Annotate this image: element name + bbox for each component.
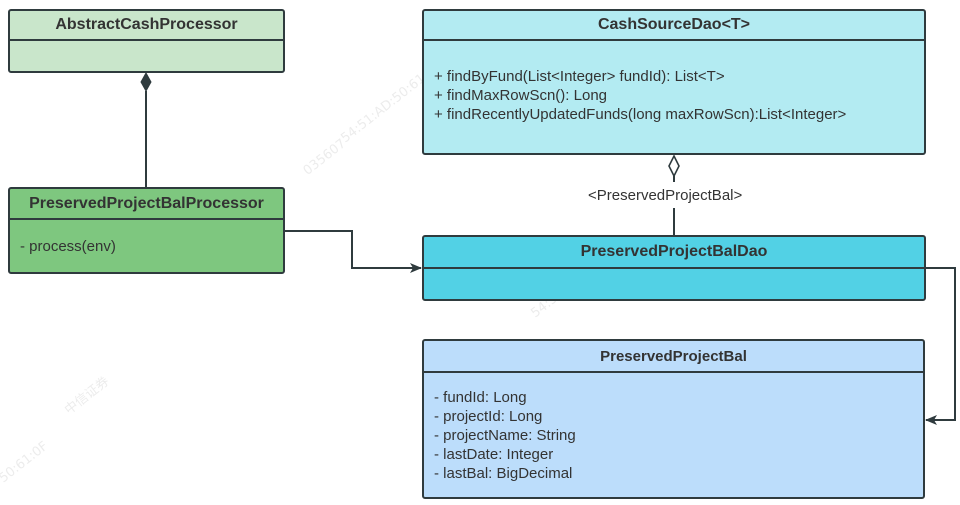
class-title: PreservedProjectBal [424,341,923,373]
class-members: - process(env) [10,220,283,256]
class-member: - fundId: Long [434,389,527,406]
class-title: AbstractCashProcessor [10,11,283,41]
generic-binding-label: <PreservedProjectBal> [588,187,743,204]
class-title: PreservedProjectBalProcessor [10,189,283,220]
class-member: - lastBal: BigDecimal [434,465,573,482]
class-title: PreservedProjectBalDao [424,237,924,269]
class-member: - process(env) [20,238,116,255]
class-members: + findByFund(List<Integer> fundId): List… [424,41,924,124]
class-cash-source-dao[interactable]: CashSourceDao<T> + findByFund(List<Integ… [422,9,926,155]
dependency-arrow [925,267,956,425]
class-preserved-project-bal-dao[interactable]: PreservedProjectBalDao [422,235,926,301]
class-member: - projectName: String [434,427,576,444]
class-member: + findByFund(List<Integer> fundId): List… [434,68,725,85]
class-member: + findMaxRowScn(): Long [434,87,607,104]
class-abstract-cash-processor[interactable]: AbstractCashProcessor [8,9,285,73]
composition-diamond-icon [140,71,152,93]
class-member: + findRecentlyUpdatedFunds(long maxRowSc… [434,106,847,123]
class-title: CashSourceDao<T> [424,11,924,41]
aggregation-diamond-icon [668,154,680,178]
class-member: - projectId: Long [434,408,543,425]
class-preserved-project-bal-processor[interactable]: PreservedProjectBalProcessor - process(e… [8,187,285,274]
class-preserved-project-bal[interactable]: PreservedProjectBal - fundId: Long - pro… [422,339,925,499]
class-member: - lastDate: Integer [434,446,554,463]
association-arrow [285,230,422,273]
class-members: - fundId: Long - projectId: Long - proje… [424,373,923,483]
